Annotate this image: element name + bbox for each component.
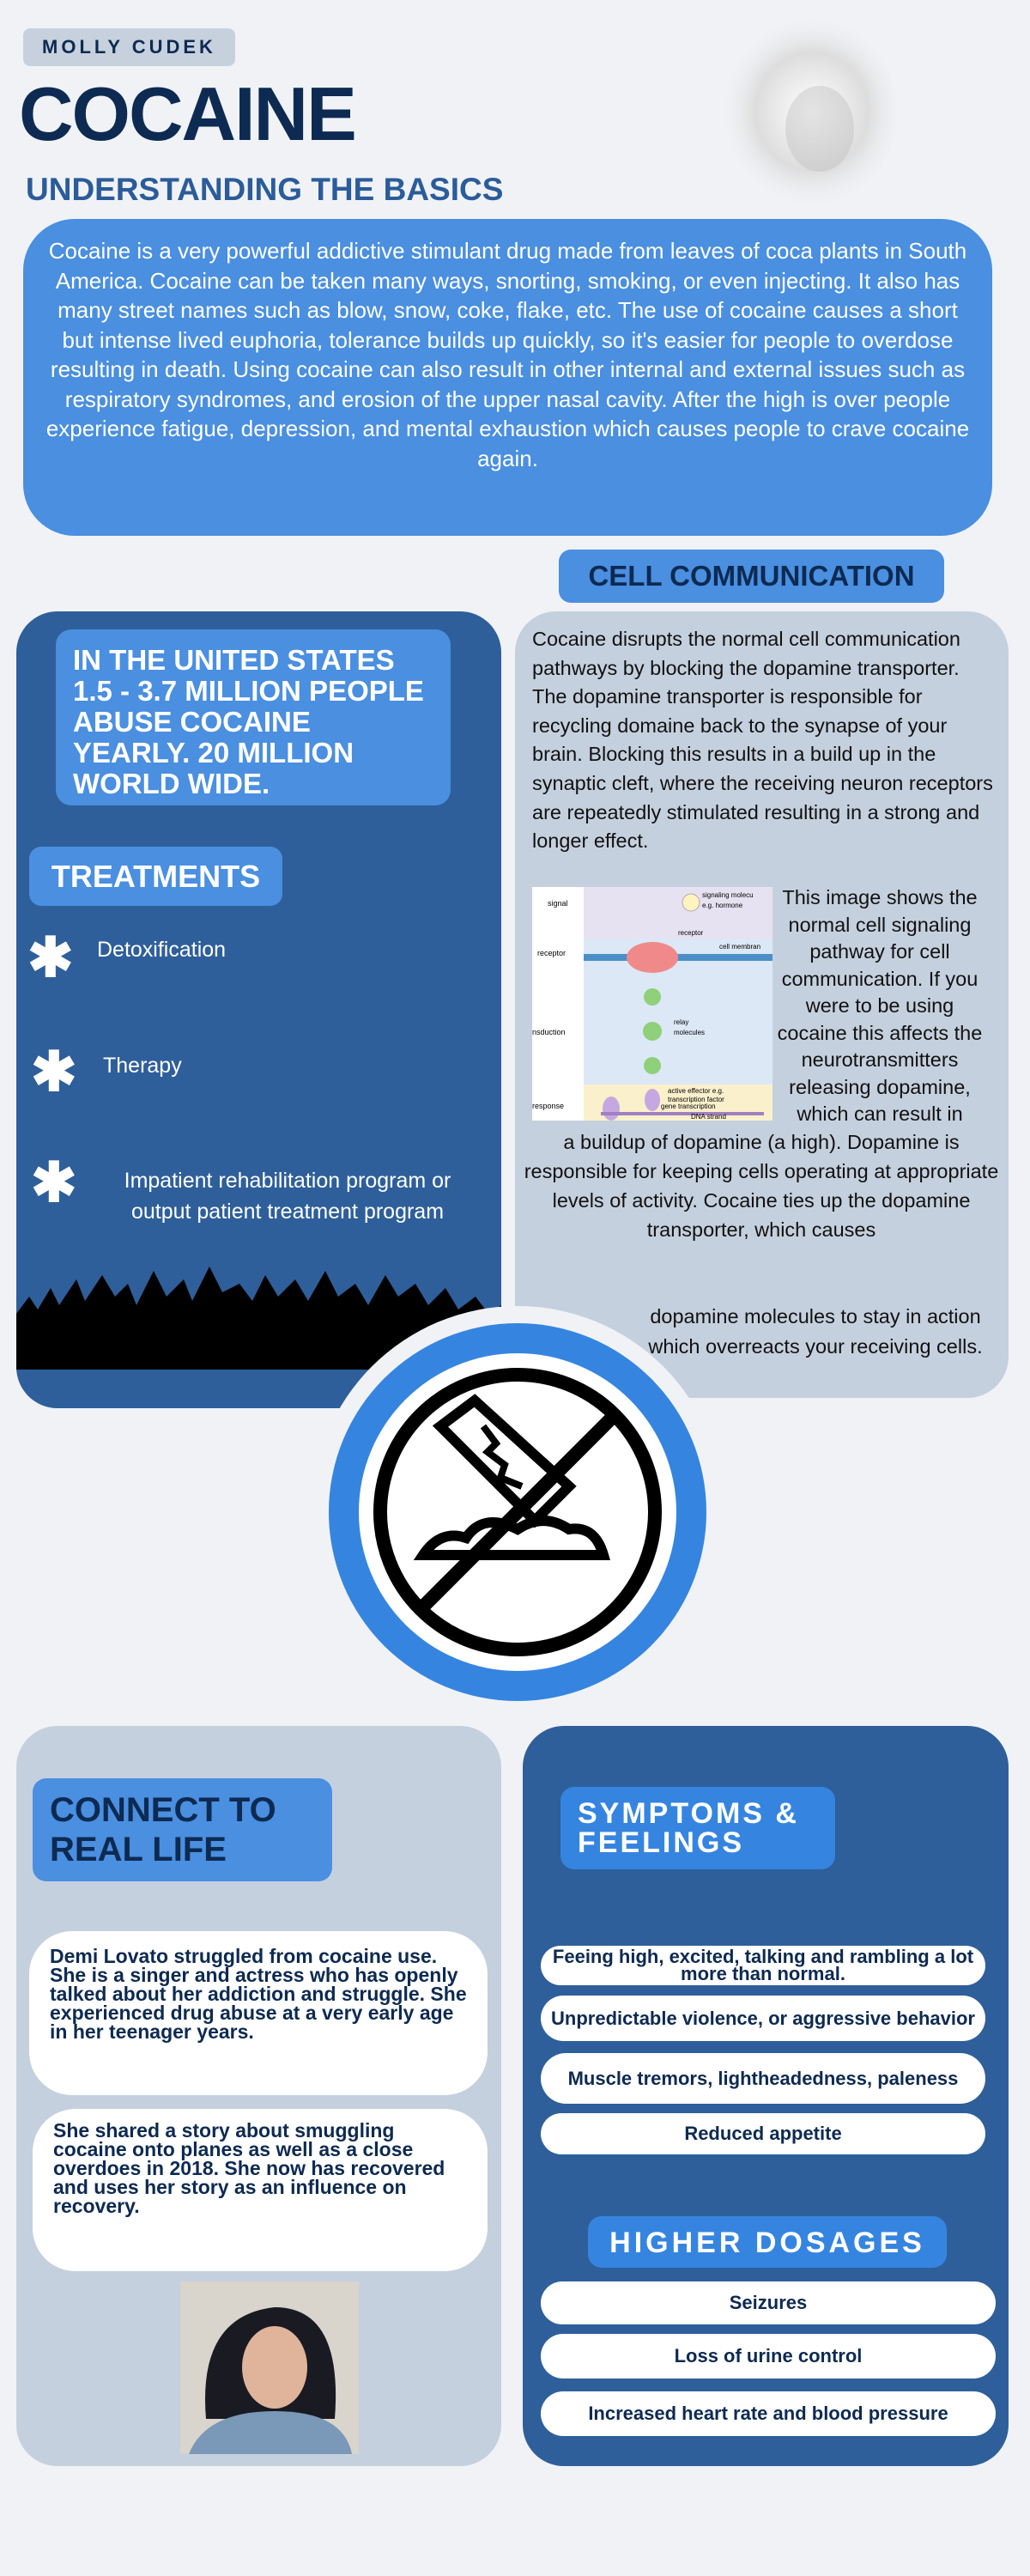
cell-signaling-diagram: signal receptor nsduction response signa…: [532, 887, 772, 1121]
symptoms-heading-line1: SYMPTOMS &: [578, 1797, 799, 1830]
story-bubble: She shared a story about smuggling cocai…: [33, 2109, 488, 2271]
diagram-label: receptor: [678, 929, 704, 937]
cell-paragraph-1: Cocaine disrupts the normal cell communi…: [532, 628, 993, 853]
cocaine-powder-image: [708, 13, 897, 210]
connect-heading: CONNECT TO REAL LIFE: [33, 1778, 332, 1881]
page-title: COCAINE: [19, 71, 357, 156]
connect-heading-line1: CONNECT TO: [50, 1791, 276, 1829]
cell-paragraph-3: a buildup of dopamine (a high). Dopamine…: [524, 1131, 999, 1241]
diagram-label: signal: [548, 899, 568, 908]
diagram-label: e.g. hormone: [702, 902, 743, 909]
section-subtitle: UNDERSTANDING THE BASICS: [26, 172, 504, 207]
cell-paragraph-2: This image shows the normal cell signali…: [777, 886, 983, 1125]
diagram-label: receptor: [537, 949, 566, 957]
connect-heading-line2: REAL LIFE: [50, 1831, 227, 1868]
diagram-label: gene transcription: [661, 1103, 716, 1110]
symptom-item: Feeing high, excited, talking and rambli…: [541, 1946, 985, 1985]
stats-callout: IN THE UNITED STATES 1.5 - 3.7 MILLION P…: [56, 629, 451, 805]
diagram-label: nsduction: [532, 1028, 566, 1036]
diagram-label: response: [532, 1102, 564, 1110]
author-badge: MOLLY CUDEK: [23, 28, 235, 66]
symptom-item: Unpredictable violence, or aggressive be…: [541, 1996, 985, 2041]
diagram-label: molecules: [674, 1029, 705, 1036]
treatment-item: Therapy: [103, 1054, 182, 1078]
diagram-label: active effector e.g.: [668, 1087, 724, 1095]
diagram-label: transcription factor: [668, 1096, 724, 1103]
symptom-item: Reduced appetite: [541, 2113, 985, 2154]
dosage-item: Loss of urine control: [541, 2334, 996, 2379]
diagram-label: cell membran: [719, 943, 760, 951]
crowd-silhouette-image: [16, 1267, 501, 1370]
cell-paragraph-4: dopamine molecules to stay in action whi…: [648, 1305, 983, 1358]
asterisk-icon: ✱: [31, 1151, 77, 1213]
dosage-item: Seizures: [541, 2281, 996, 2324]
asterisk-icon: ✱: [27, 927, 74, 988]
demi-lovato-photo: [180, 2281, 359, 2454]
diagram-label: DNA strand: [691, 1113, 726, 1121]
no-drugs-icon: [359, 1353, 676, 1671]
cell-communication-heading: CELL COMMUNICATION: [559, 550, 944, 603]
story-bubble: Demi Lovato struggled from cocaine use. …: [29, 1931, 488, 2095]
treatments-heading: TREATMENTS: [29, 847, 282, 906]
symptom-item: Muscle tremors, lightheadedness, palenes…: [541, 2053, 985, 2104]
diagram-label: signaling molecu: [702, 891, 754, 899]
diagram-label: relay: [674, 1018, 688, 1026]
treatment-item: Detoxification: [97, 938, 227, 962]
intro-paragraph: Cocaine is a very powerful addictive sti…: [23, 219, 992, 536]
treatment-item: Impatient rehabilitation program or outp…: [124, 1169, 451, 1224]
symptoms-heading-line2: FEELINGS: [578, 1826, 745, 1859]
symptoms-heading: SYMPTOMS & FEELINGS: [560, 1787, 835, 1869]
dosage-item: Increased heart rate and blood pressure: [541, 2391, 996, 2436]
asterisk-icon: ✱: [31, 1041, 77, 1103]
higher-dosages-heading: HIGHER DOSAGES: [588, 2216, 947, 2268]
